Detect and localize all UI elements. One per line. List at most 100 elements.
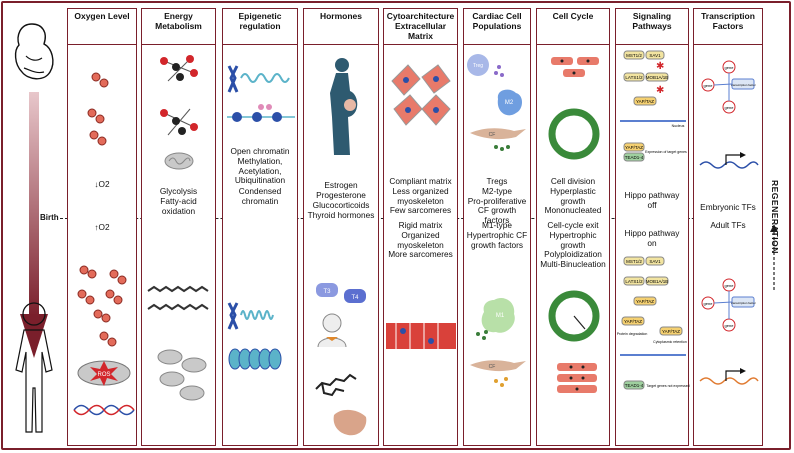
child-icon	[15, 302, 53, 433]
hippo-on-pathway-icon: MST1/2 SAV1 LATS1/2 MOB1A/1B YAP/TAZ YAP…	[617, 256, 690, 390]
fatty-acid-icon	[147, 285, 209, 311]
svg-text:YAP/TAZ: YAP/TAZ	[636, 99, 654, 104]
svg-text:Transcription factor: Transcription factor	[730, 301, 756, 305]
svg-text:CF: CF	[489, 364, 496, 370]
svg-text:LATS1/2: LATS1/2	[625, 279, 643, 284]
histone-marks-icon	[227, 104, 295, 122]
development-arrow	[20, 92, 48, 358]
hippo-off-pathway-icon: MST1/2 SAV1 LATS1/2 MOB1A/1B YAP/TAZ Nuc…	[620, 50, 687, 162]
m2-macrophage-icon: M2	[497, 89, 522, 116]
fibroblast-icon: CF	[470, 360, 526, 387]
dividing-cells-icon	[551, 57, 599, 77]
svg-text:Expression of target genes: Expression of target genes	[645, 150, 687, 154]
svg-text:Treg: Treg	[473, 63, 483, 69]
dna-icon	[73, 404, 135, 416]
svg-text:T3: T3	[323, 289, 331, 295]
svg-text:LATS1/2: LATS1/2	[625, 75, 643, 80]
svg-text:MOB1A/1B: MOB1A/1B	[646, 279, 669, 284]
o2-molecule-icon	[87, 72, 109, 146]
column-oxygen: Oxygen Level ↓O2 ↑O2 ROS	[67, 8, 137, 446]
svg-text:gene: gene	[725, 283, 735, 288]
condensed-chromatin-icon	[228, 348, 282, 370]
column-title: Hormones	[319, 11, 363, 21]
birth-label: Birth	[40, 213, 59, 222]
svg-text:SAV1: SAV1	[649, 53, 661, 58]
svg-text:✱: ✱	[656, 85, 664, 96]
svg-text:TEAD1-4: TEAD1-4	[625, 383, 644, 388]
svg-text:ROS: ROS	[97, 372, 110, 378]
svg-text:MST1/2: MST1/2	[626, 259, 642, 264]
fetal-cardiomyocytes-icon	[391, 64, 451, 126]
svg-text:gene: gene	[725, 105, 735, 110]
fetal-text: Glycolysis	[159, 186, 198, 196]
fetal-text: ↓O2	[94, 179, 110, 189]
glucose-molecule-icon	[160, 55, 198, 136]
svg-text:Cytoplasmic retention: Cytoplasmic retention	[653, 340, 687, 344]
svg-text:M1: M1	[496, 313, 505, 319]
svg-text:M2: M2	[505, 100, 514, 106]
o2-molecule-icon	[77, 265, 127, 347]
column-title: Cell Cycle	[552, 11, 594, 21]
svg-text:Target genes not expressed: Target genes not expressed	[646, 384, 689, 388]
svg-text:gene: gene	[725, 65, 735, 70]
mitochondria-icon	[164, 152, 194, 170]
m1-macrophage-icon: M1	[476, 297, 515, 340]
svg-text:gene: gene	[704, 83, 714, 88]
adrenal-gland-icon	[333, 409, 367, 436]
pregnant-woman-icon	[330, 58, 358, 155]
cell-cycle-wheel-icon	[548, 108, 600, 160]
gene-expression-icon	[699, 152, 759, 169]
svg-text:Transcription factor: Transcription factor	[730, 83, 756, 87]
svg-text:gene: gene	[725, 323, 735, 328]
mitochondria-ros-icon: ROS	[77, 360, 131, 386]
chromosome-icon	[227, 65, 290, 93]
tf-network-icon: gene gene gene Transcription factor	[701, 278, 756, 332]
svg-text:SAV1: SAV1	[649, 259, 661, 264]
gene-expression-icon	[699, 368, 759, 385]
treg-cell-icon: Treg	[467, 54, 504, 77]
binucleated-cells-icon	[557, 363, 597, 393]
svg-text:Nucleus: Nucleus	[672, 124, 685, 128]
thyroid-hormone-icon: T3 T4	[316, 283, 366, 303]
fibroblast-icon: CF	[470, 128, 526, 151]
adult-text: Adult TFs	[710, 220, 746, 230]
person-icon	[317, 313, 347, 348]
chromosome-icon	[227, 302, 274, 330]
mitochondria-icon	[157, 349, 207, 401]
svg-text:MOB1A/1B: MOB1A/1B	[646, 75, 669, 80]
steroid-molecule-icon	[315, 373, 357, 397]
svg-text:YAP/TAZ: YAP/TAZ	[636, 299, 654, 304]
svg-text:TEAD1-4: TEAD1-4	[625, 155, 644, 160]
cell-cycle-exit-wheel-icon	[548, 290, 600, 342]
adult-cardiomyocytes-icon	[386, 323, 456, 349]
svg-text:MST1/2: MST1/2	[626, 53, 642, 58]
regeneration-arrow	[770, 224, 778, 290]
svg-text:YAP/TAZ: YAP/TAZ	[625, 145, 643, 150]
